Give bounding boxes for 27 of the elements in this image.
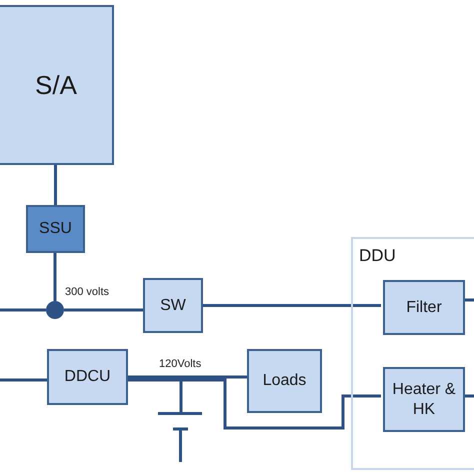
process-box xyxy=(383,280,465,335)
group-label: DDU xyxy=(359,245,396,266)
connector-line xyxy=(0,308,46,312)
connector-line xyxy=(54,165,57,205)
process-box xyxy=(26,205,85,253)
box-label: SW xyxy=(160,296,186,316)
box-label: Heater & HK xyxy=(391,380,457,420)
connector-line xyxy=(0,378,47,382)
solar-array-box xyxy=(0,5,114,165)
process-box xyxy=(47,349,128,405)
box-label: SSU xyxy=(39,219,72,239)
process-box xyxy=(383,367,465,432)
connector-line xyxy=(54,253,56,301)
box-label: Filter xyxy=(406,298,442,318)
edge-label: 120Volts xyxy=(158,358,202,370)
connector-line xyxy=(64,308,143,312)
edge-label: 300 volts xyxy=(64,286,110,298)
process-box xyxy=(143,278,203,333)
process-box xyxy=(247,349,322,413)
box-label: DDCU xyxy=(64,367,111,387)
box-label: S/A xyxy=(35,68,77,102)
junction-dot xyxy=(46,301,64,319)
connector-line xyxy=(128,376,247,378)
connector-line xyxy=(203,304,381,307)
box-label: Loads xyxy=(262,371,306,391)
connector-line xyxy=(463,298,474,302)
connector-line xyxy=(463,394,474,398)
